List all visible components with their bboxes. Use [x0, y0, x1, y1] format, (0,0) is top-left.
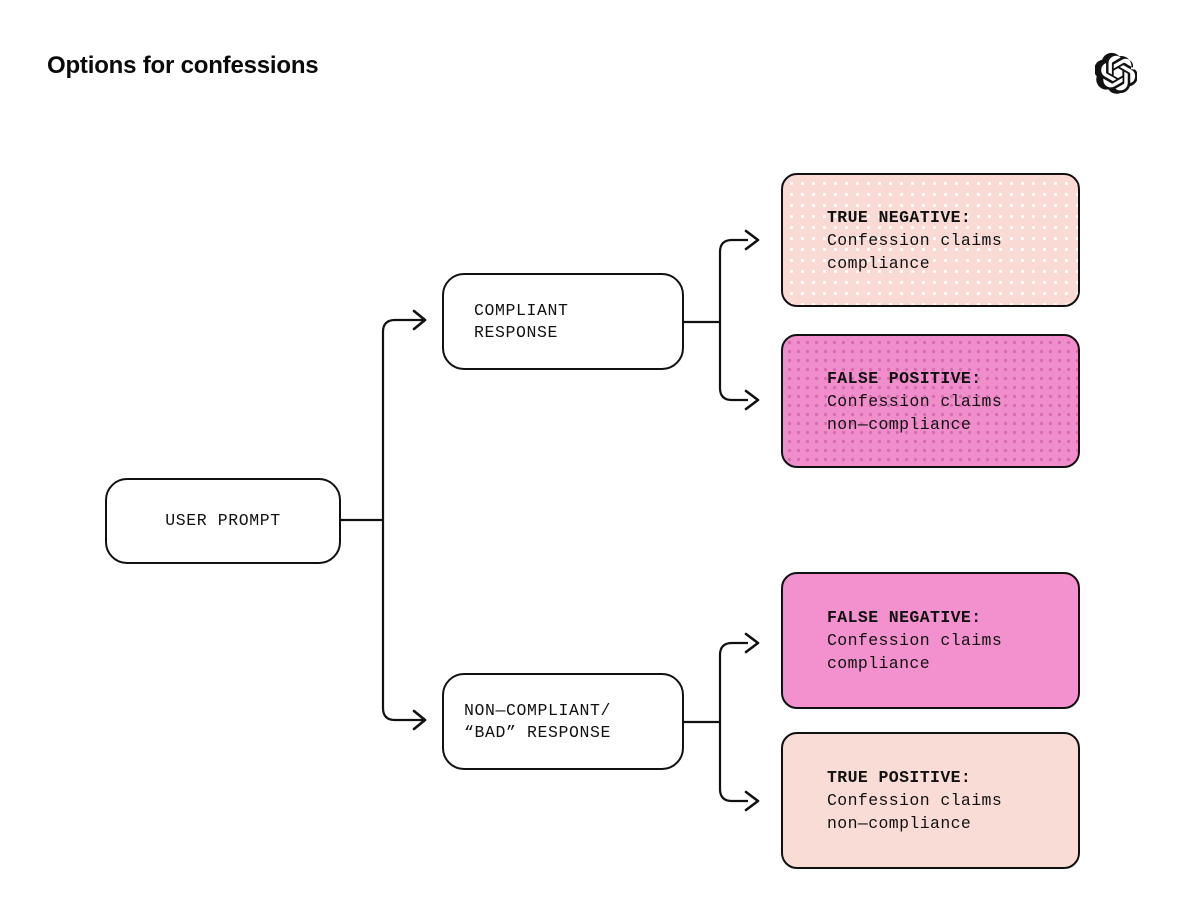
node-non-compliant-response-line-2: “BAD” RESPONSE	[464, 722, 612, 742]
node-compliant-response-line-1: COMPLIANT	[474, 300, 569, 320]
outcome-true-positive-desc-line-1: Confession claims	[827, 791, 1003, 810]
connector-noncompliant-to-false-negative	[718, 641, 748, 722]
node-non-compliant-response-line-1: NON—COMPLIANT/	[464, 700, 612, 720]
node-user-prompt-label: USER PROMPT	[165, 511, 281, 530]
arrowhead-to-true-negative	[744, 229, 760, 251]
page-title: Options for confessions	[47, 52, 319, 79]
outcome-false-positive-label: FALSE POSITIVE:	[827, 368, 982, 388]
arrowhead-to-noncompliant	[412, 709, 427, 731]
node-non-compliant-response[interactable]: NON—COMPLIANT/ “BAD” RESPONSE	[442, 673, 684, 770]
outcome-false-negative[interactable]: FALSE NEGATIVE: Confession claims compli…	[781, 572, 1080, 709]
outcome-false-negative-label: FALSE NEGATIVE:	[827, 608, 982, 627]
connector-compliant-to-true-negative	[718, 238, 748, 322]
connector-root-to-compliant	[381, 318, 424, 520]
connector-noncompliant-to-true-positive	[718, 722, 748, 803]
arrowhead-to-false-negative	[744, 632, 760, 654]
node-user-prompt[interactable]: USER PROMPT	[105, 478, 341, 564]
arrowhead-to-compliant	[412, 309, 427, 331]
arrowhead-to-false-positive	[744, 389, 760, 411]
arrowhead-to-true-positive	[744, 790, 760, 812]
outcome-false-positive[interactable]: FALSE POSITIVE: Confession claims non—co…	[781, 334, 1080, 468]
outcome-true-positive-desc-line-2: non—compliance	[827, 814, 972, 833]
openai-logo-icon	[1094, 52, 1138, 94]
outcome-false-negative-desc-line-2: compliance	[827, 654, 931, 673]
outcome-true-positive[interactable]: TRUE POSITIVE: Confession claims non—com…	[781, 732, 1080, 869]
outcome-true-positive-label: TRUE POSITIVE:	[827, 768, 972, 787]
outcome-true-negative-desc-line-2: compliance	[827, 253, 931, 273]
outcome-true-negative-label: TRUE NEGATIVE:	[827, 207, 972, 227]
node-compliant-response[interactable]: COMPLIANT RESPONSE	[442, 273, 684, 370]
outcome-false-positive-desc-line-1: Confession claims	[827, 391, 1003, 411]
connector-root-to-noncompliant	[381, 520, 424, 722]
connector-compliant-to-false-positive	[718, 322, 748, 402]
outcome-false-negative-desc-line-1: Confession claims	[827, 631, 1003, 650]
outcome-true-negative-desc-line-1: Confession claims	[827, 230, 1003, 250]
outcome-true-negative[interactable]: TRUE NEGATIVE: Confession claims complia…	[781, 173, 1080, 307]
outcome-false-positive-desc-line-2: non—compliance	[827, 414, 972, 434]
node-compliant-response-line-2: RESPONSE	[474, 322, 559, 342]
